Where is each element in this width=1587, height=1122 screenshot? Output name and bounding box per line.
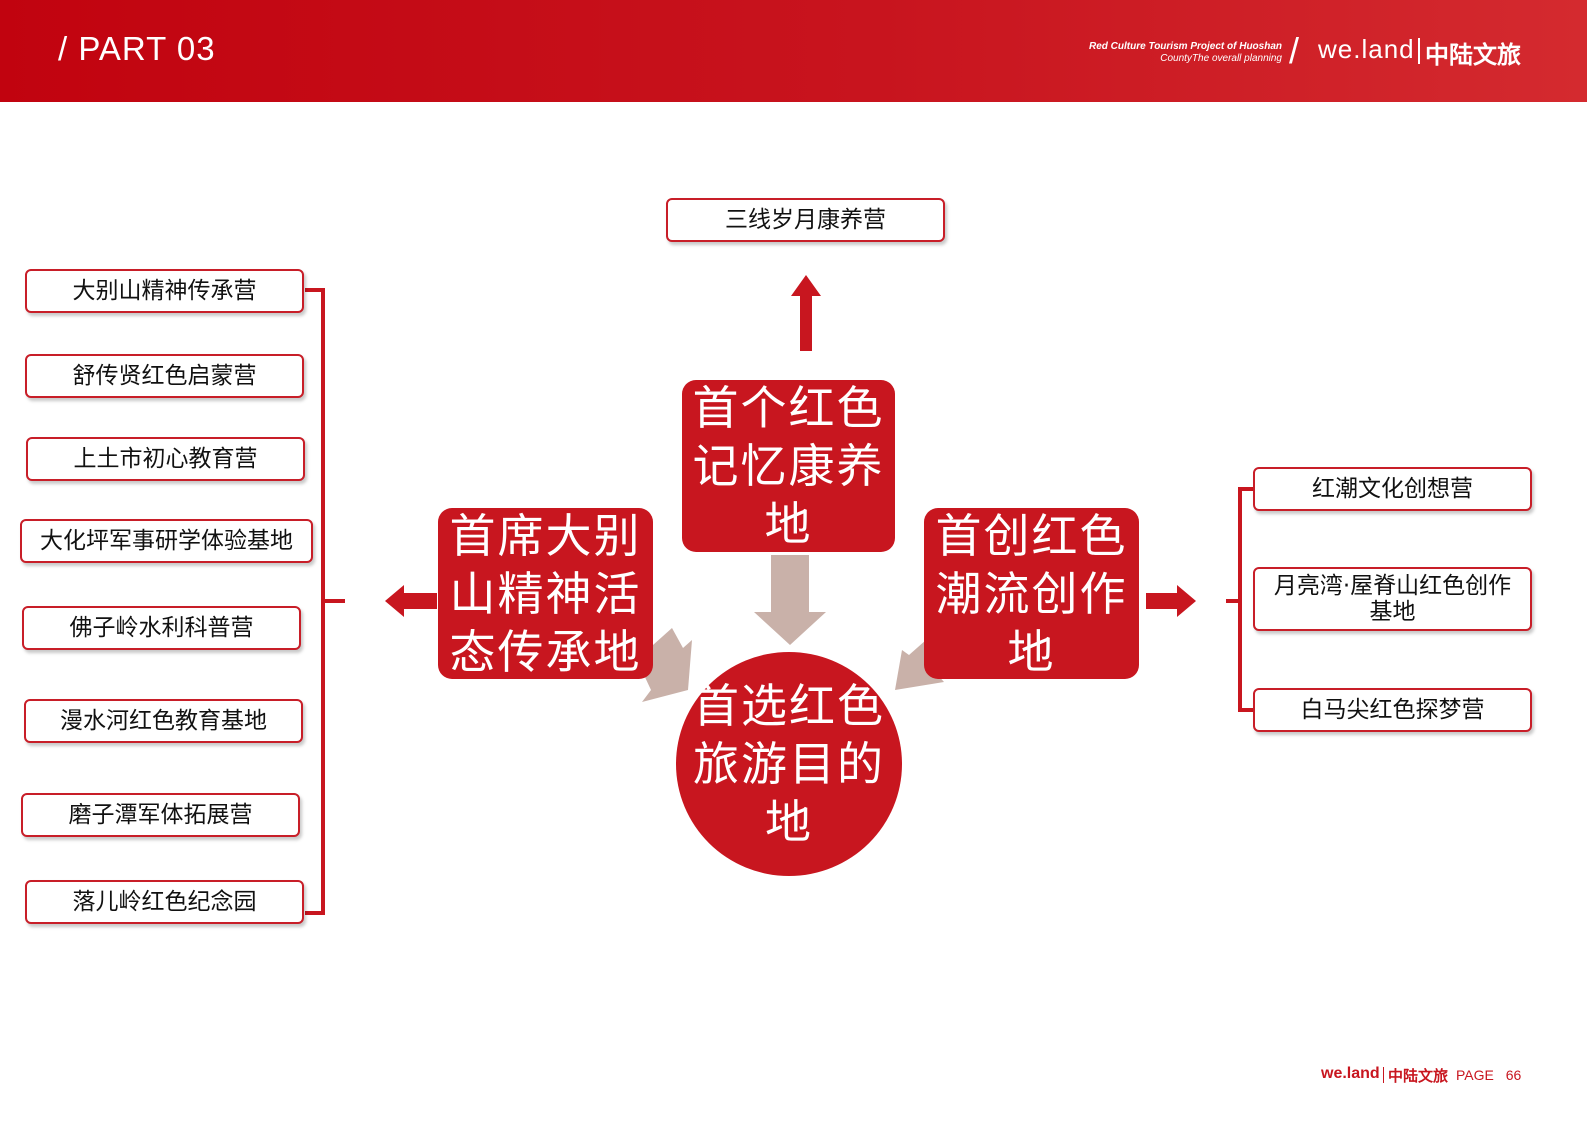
project-title-line1: Red Culture Tourism Project of Huoshan (1089, 41, 1282, 52)
part-title: / PART 03 (58, 30, 216, 67)
left-item-label: 磨子潭军体拓展营 (68, 802, 253, 828)
left-item-label: 佛子岭水利科普营 (69, 615, 254, 641)
header-slash: / (1289, 30, 1300, 71)
top-item-box: 三线岁月康养营 (666, 198, 945, 242)
page-number: PAGE 66 (1456, 1067, 1521, 1083)
top-main-node: 首个红色 记忆康养 地 (682, 380, 895, 552)
right-item-box: 月亮湾·屋脊山红色创作基地 (1253, 567, 1532, 631)
arrow-left-to-list (385, 585, 437, 617)
left-item-box: 磨子潭军体拓展营 (21, 793, 300, 837)
arrow-right-to-list (1146, 585, 1196, 617)
arrow-up-to-top-item (791, 275, 821, 351)
core-node: 首选红色 旅游目的 地 (676, 652, 902, 876)
left-item-label: 舒传贤红色启蒙营 (72, 363, 257, 389)
brand-divider (1418, 38, 1420, 64)
page-label: PAGE (1456, 1067, 1494, 1083)
project-title-line2: CountyThe overall planning (1160, 53, 1282, 64)
brand-logo-en: we.land (1318, 34, 1415, 64)
footer-brand-divider (1383, 1067, 1384, 1083)
left-bracket (305, 288, 345, 915)
left-item-box: 大别山精神传承营 (25, 269, 304, 313)
right-item-label: 红潮文化创想营 (1312, 476, 1473, 502)
left-item-box: 漫水河红色教育基地 (24, 699, 303, 743)
left-item-label: 落儿岭红色纪念园 (72, 889, 257, 915)
left-item-box: 大化坪军事研学体验基地 (20, 519, 313, 563)
page-number-value: 66 (1505, 1067, 1522, 1083)
right-bracket (1226, 487, 1253, 712)
footer-brand-cn: 中陆文旅 (1388, 1067, 1449, 1085)
project-english-title: Red Culture Tourism Project of Huoshan C… (962, 41, 1282, 65)
right-item-label: 月亮湾·屋脊山红色创作基地 (1273, 573, 1512, 625)
left-main-node: 首席大别 山精神活 态传承地 (438, 508, 653, 679)
right-item-box: 红潮文化创想营 (1253, 467, 1532, 511)
left-item-box: 上土市初心教育营 (26, 437, 305, 481)
right-item-label: 白马尖红色探梦营 (1300, 697, 1485, 723)
left-item-label: 漫水河红色教育基地 (60, 708, 267, 734)
brand-logo-cn: 中陆文旅 (1425, 41, 1521, 69)
left-item-box: 舒传贤红色启蒙营 (25, 354, 304, 398)
top-item-label: 三线岁月康养营 (725, 207, 886, 233)
right-item-box: 白马尖红色探梦营 (1253, 688, 1532, 732)
header-bar: / PART 03 Red Culture Tourism Project of… (0, 0, 1587, 102)
arrow-left-to-core (642, 628, 692, 702)
footer-brand-en: we.land (1321, 1065, 1380, 1082)
left-item-box: 落儿岭红色纪念园 (25, 880, 304, 924)
arrow-top-to-core (754, 555, 826, 645)
left-item-label: 上土市初心教育营 (73, 446, 258, 472)
right-main-node: 首创红色 潮流创作 地 (924, 508, 1139, 679)
left-item-box: 佛子岭水利科普营 (22, 606, 301, 650)
left-item-label: 大别山精神传承营 (72, 278, 257, 304)
left-item-label: 大化坪军事研学体验基地 (40, 528, 293, 554)
